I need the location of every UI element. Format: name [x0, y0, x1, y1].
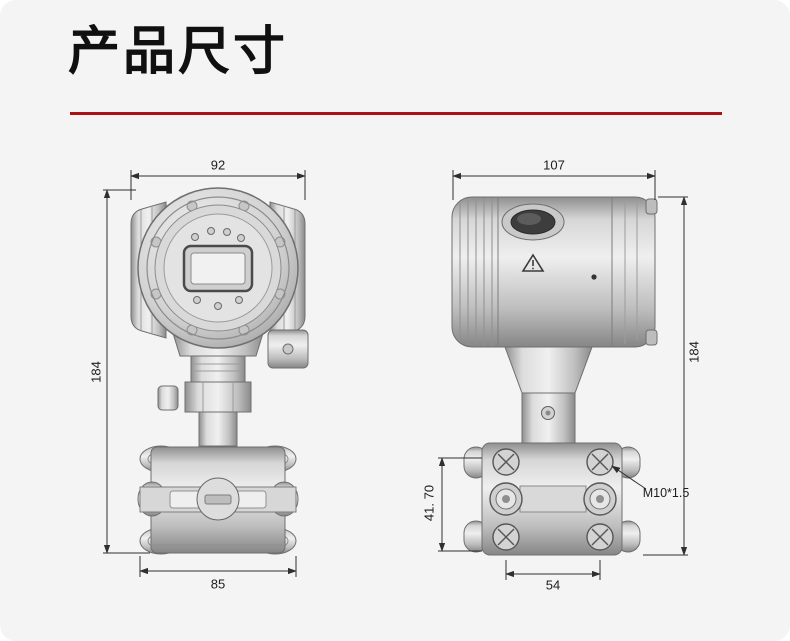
title-underline	[70, 112, 722, 115]
dim-front-top-width: 92	[210, 157, 226, 173]
dim-side-top-width: 107	[543, 157, 565, 173]
dim-side-flange-height: 41. 70	[421, 484, 437, 522]
page-title: 产品尺寸	[68, 23, 289, 81]
dim-side-height: 184	[686, 341, 702, 363]
front-view-drawing	[130, 187, 309, 555]
dim-side-port-spacing: 54	[545, 577, 561, 593]
side-view-drawing	[451, 196, 658, 556]
dim-front-bottom-width: 85	[210, 576, 226, 592]
thread-spec-label: M10*1.5	[642, 486, 690, 500]
dim-front-height: 184	[88, 361, 104, 383]
dimension-linework	[103, 170, 688, 580]
